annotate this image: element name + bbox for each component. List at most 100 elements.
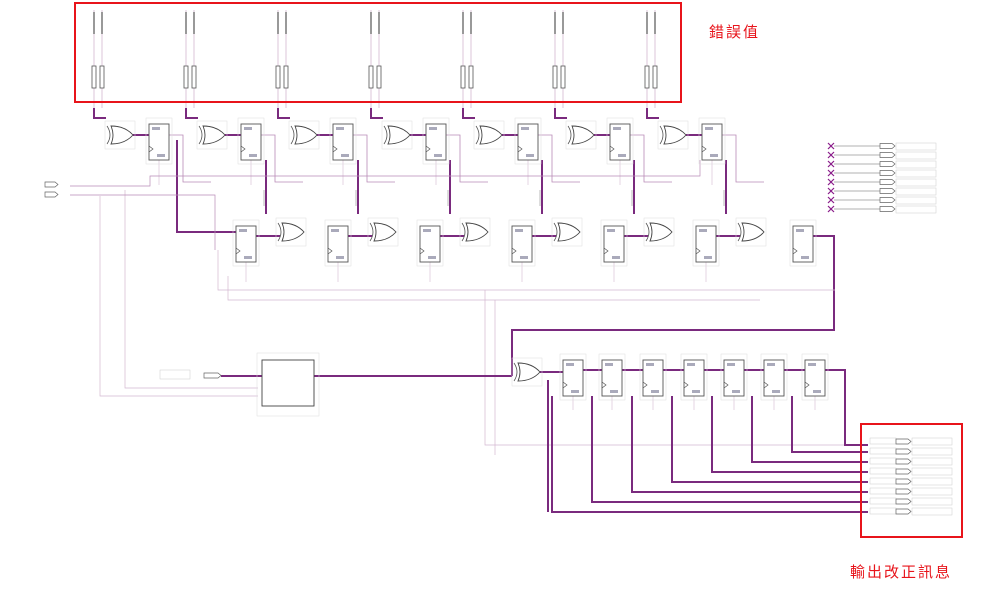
pin-label-box bbox=[869, 437, 897, 445]
xor-gate-icon bbox=[511, 357, 543, 387]
reset-input-pin bbox=[44, 191, 59, 198]
error-value-highlight-box bbox=[74, 2, 682, 103]
xor-gate-icon bbox=[196, 120, 228, 150]
wire-layer bbox=[70, 10, 880, 513]
pin-label-box bbox=[911, 507, 953, 516]
pin-label-box bbox=[159, 369, 191, 380]
wire bbox=[227, 276, 760, 301]
d-flip-flop-icon bbox=[789, 219, 817, 267]
error-input-label-mark bbox=[370, 12, 372, 34]
io-pin-icon bbox=[879, 152, 896, 158]
pin-label-box bbox=[869, 467, 897, 475]
d-flip-flop-icon bbox=[692, 219, 720, 267]
d-flip-flop-icon bbox=[324, 219, 352, 267]
error-input-label-mark bbox=[554, 12, 556, 34]
x-mark-icon bbox=[827, 205, 835, 213]
d-flip-flop-icon bbox=[514, 117, 542, 165]
wire bbox=[722, 134, 764, 183]
wire bbox=[446, 134, 488, 183]
error-input-label-mark bbox=[654, 12, 656, 34]
output-correction-pin bbox=[895, 458, 912, 465]
error-input-label-mark bbox=[101, 12, 103, 34]
output-bus-wire bbox=[671, 396, 868, 483]
pin-label-box bbox=[895, 142, 937, 151]
error-value-label: 錯誤值 bbox=[709, 23, 761, 41]
bus-wire bbox=[825, 369, 868, 446]
error-input-label-mark bbox=[185, 12, 187, 34]
bus-wire bbox=[462, 108, 475, 119]
io-pin-icon bbox=[879, 206, 896, 212]
error-input-pin bbox=[644, 65, 650, 89]
output-correction-pin bbox=[895, 498, 912, 505]
error-input-label-mark bbox=[378, 12, 380, 34]
error-input-pin bbox=[560, 65, 566, 89]
xor-gate-icon bbox=[551, 217, 583, 247]
pin-label-box bbox=[895, 196, 937, 205]
pin-label-box bbox=[869, 457, 897, 465]
error-input-label-mark bbox=[277, 12, 279, 34]
pin-label-box bbox=[895, 178, 937, 187]
io-pin-icon bbox=[879, 188, 896, 194]
x-mark-icon bbox=[827, 169, 835, 177]
xor-gate-icon bbox=[473, 120, 505, 150]
d-flip-flop-icon bbox=[598, 353, 626, 401]
error-input-label-mark bbox=[562, 12, 564, 34]
pin-label-box bbox=[869, 447, 897, 455]
output-bus-wire bbox=[631, 396, 868, 493]
bus-wire bbox=[511, 235, 835, 376]
xor-gate-icon bbox=[104, 120, 136, 150]
error-input-pin bbox=[652, 65, 658, 89]
d-flip-flop-icon bbox=[639, 353, 667, 401]
io-pin-icon bbox=[879, 170, 896, 176]
d-flip-flop-icon bbox=[237, 117, 265, 165]
d-flip-flop-icon bbox=[329, 117, 357, 165]
d-flip-flop-icon bbox=[801, 353, 829, 401]
clock-input-pin bbox=[44, 181, 59, 188]
error-input-pin bbox=[552, 65, 558, 89]
reset-wire bbox=[70, 194, 216, 250]
counter-block bbox=[261, 359, 315, 407]
output-bus-wire bbox=[591, 396, 868, 503]
wire bbox=[124, 190, 258, 389]
output-correction-highlight-box bbox=[860, 423, 963, 538]
io-pin-icon bbox=[879, 161, 896, 167]
d-flip-flop-icon bbox=[600, 219, 628, 267]
error-input-pin bbox=[183, 65, 189, 89]
d-flip-flop-icon bbox=[416, 219, 444, 267]
pin-label-box bbox=[895, 205, 937, 214]
pin-label-box bbox=[869, 507, 897, 515]
pin-label-box bbox=[911, 437, 953, 446]
error-input-label-mark bbox=[646, 12, 648, 34]
bus-wire bbox=[176, 140, 236, 233]
error-input-label-mark bbox=[93, 12, 95, 34]
output-correction-pin bbox=[895, 508, 912, 515]
error-input-pin bbox=[275, 65, 281, 89]
pin-label-box bbox=[895, 160, 937, 169]
xor-gate-icon bbox=[643, 217, 675, 247]
error-input-label-mark bbox=[193, 12, 195, 34]
output-bus-wire bbox=[751, 396, 868, 463]
d-flip-flop-icon bbox=[422, 117, 450, 165]
x-mark-icon bbox=[827, 196, 835, 204]
xor-gate-icon bbox=[367, 217, 399, 247]
d-flip-flop-icon bbox=[145, 117, 173, 165]
d-flip-flop-icon bbox=[508, 219, 536, 267]
component-layer bbox=[44, 12, 953, 516]
output-bus-wire bbox=[551, 396, 868, 513]
wire bbox=[99, 196, 258, 397]
d-flip-flop-icon bbox=[720, 353, 748, 401]
pin-label-box bbox=[869, 497, 897, 505]
error-input-label-mark bbox=[285, 12, 287, 34]
error-input-pin bbox=[283, 65, 289, 89]
pin-label-box bbox=[911, 497, 953, 506]
d-flip-flop-icon bbox=[698, 117, 726, 165]
bus-wire bbox=[370, 108, 383, 119]
d-flip-flop-icon bbox=[760, 353, 788, 401]
pin-label-box bbox=[911, 457, 953, 466]
output-correction-pin bbox=[895, 468, 912, 475]
error-input-pin bbox=[99, 65, 105, 89]
xor-gate-icon bbox=[288, 120, 320, 150]
error-input-pin bbox=[91, 65, 97, 89]
x-mark-icon bbox=[827, 142, 835, 150]
